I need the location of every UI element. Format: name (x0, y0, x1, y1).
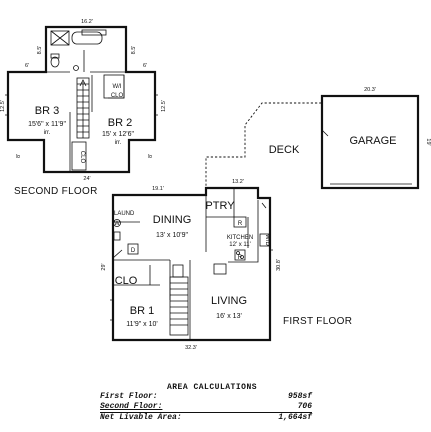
washer-icon (113, 219, 121, 227)
kitchen-sink-icon (213, 263, 227, 275)
br2-size: 15' x 12'6" (102, 131, 135, 138)
area-row-label: Net Livable Area: (100, 413, 182, 422)
closet-label: CLO (115, 275, 138, 287)
sf-dim-right-height: 12.5' (161, 100, 167, 112)
area-row-label: First Floor: (100, 392, 158, 401)
washer-label: W (114, 221, 120, 227)
sf-dim-top: 16.2' (81, 19, 93, 25)
area-row-value: 706 (297, 402, 312, 411)
br2-name: BR 2 (108, 117, 132, 129)
first-floor-stairs-icon (169, 276, 189, 336)
first-floor-label: FIRST FLOOR (283, 316, 352, 327)
range-label: R (238, 255, 243, 261)
sf-dim-left-height: 12.5' (0, 100, 6, 112)
tv-cabinet-icon (172, 264, 184, 278)
second-floor-plan: BR 3 15'6" x 11'9" irr. BR 2 15' x 12'6"… (0, 19, 167, 182)
ff-dim-bottom: 32.3' (185, 345, 197, 351)
br3-size: 15'6" x 11'9" (28, 121, 66, 128)
sf-dim-top-left: 8.5' (37, 46, 43, 55)
ff-dim-left: 29' (101, 263, 107, 270)
br1-size: 11'9" x 10' (126, 321, 158, 328)
sink-icon (73, 65, 79, 71)
first-floor-plan: DINING 13' x 10'9" KITCHEN 12' x 11' LIV… (101, 179, 282, 351)
kitchen-name: KITCHEN (227, 235, 253, 241)
pantry-label: PTRY (205, 200, 235, 212)
area-row-first-floor: First Floor: 958sf (100, 392, 312, 402)
sf-dim-bottom-right-notch: 8' (148, 154, 154, 158)
walk-in-closet-line1: W/I (113, 84, 122, 90)
area-row-value: 958sf (287, 392, 312, 401)
garage-outline (320, 94, 420, 190)
area-row-value: 1,664sf (278, 413, 312, 422)
garage-dim-width: 20.3' (364, 87, 376, 93)
bath-cabinet-icon (50, 30, 70, 46)
area-calculations-table: AREA CALCULATIONS First Floor: 958sf Sec… (100, 383, 312, 423)
ff-dim-right: 30.8' (276, 259, 282, 271)
deck-label: DECK (269, 144, 300, 156)
refrigerator-label: R (238, 221, 243, 227)
kitchen-size: 12' x 11' (229, 242, 251, 248)
br1-name: BR 1 (130, 305, 154, 317)
dryer-icon (127, 243, 139, 255)
dishwasher-icon (259, 233, 270, 247)
first-floor-outline (111, 186, 272, 342)
washer-dryer-label: W/D (264, 234, 270, 246)
laundry-label: LAUND (114, 211, 135, 217)
refrigerator-icon (233, 216, 247, 228)
ff-dim-top: 19.1' (152, 186, 164, 192)
ff-dim-kitchen: 13.2' (232, 179, 244, 185)
toilet-icon (50, 56, 60, 68)
range-icon (234, 249, 246, 261)
living-name: LIVING (211, 295, 247, 307)
br2-note: irr. (115, 140, 122, 146)
sf-dim-left-step: 6' (25, 63, 29, 69)
br3-name: BR 3 (35, 105, 59, 117)
bathtub-icon (71, 31, 103, 45)
deck-outline (205, 102, 322, 190)
sf-dim-bottom: 24' (83, 176, 90, 182)
vertical-closet-label: CLO (79, 151, 85, 164)
second-floor-label: SECOND FLOOR (14, 186, 98, 197)
second-floor-stairs-icon (76, 77, 90, 139)
br3-note: irr. (44, 130, 51, 136)
sf-dim-top-right: 8.5' (131, 46, 137, 55)
area-row-net-livable: Net Livable Area: 1,664sf (100, 412, 312, 423)
garage-door-swing-icon (321, 129, 329, 137)
garage-dim-depth: 19' (425, 138, 431, 145)
dining-size: 13' x 10'9" (156, 232, 189, 239)
sf-dim-bottom-left-notch: 8' (16, 154, 22, 158)
area-calculations-title: AREA CALCULATIONS (166, 383, 258, 392)
sf-dim-right-step: 6' (143, 63, 147, 69)
dryer-label: D (131, 248, 136, 254)
garage-label: GARAGE (349, 135, 396, 147)
area-row-second-floor: Second Floor: 706 (100, 402, 312, 412)
area-row-label: Second Floor: (100, 402, 163, 411)
walk-in-closet-line2: CLO (111, 93, 124, 99)
dining-name: DINING (153, 214, 192, 226)
living-size: 16' x 13' (216, 313, 242, 320)
